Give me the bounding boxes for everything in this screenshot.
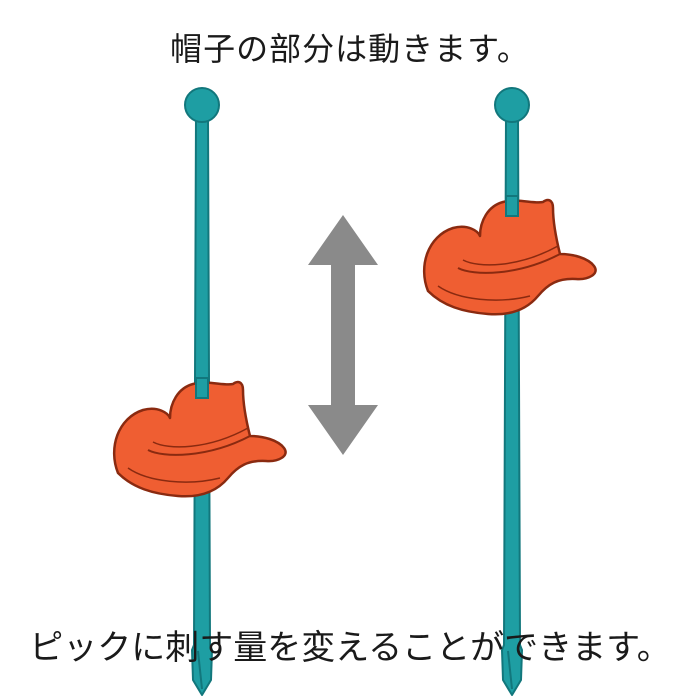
up-down-arrow-icon: [308, 215, 378, 455]
pick-icon-right: [494, 87, 530, 696]
top-caption: 帽子の部分は動きます。: [170, 30, 530, 68]
cowboy-hat-icon-right: [422, 195, 597, 316]
cowboy-hat-icon-left: [112, 377, 287, 498]
bottom-caption: ピックに刺す量を変えることができます。: [29, 628, 671, 668]
